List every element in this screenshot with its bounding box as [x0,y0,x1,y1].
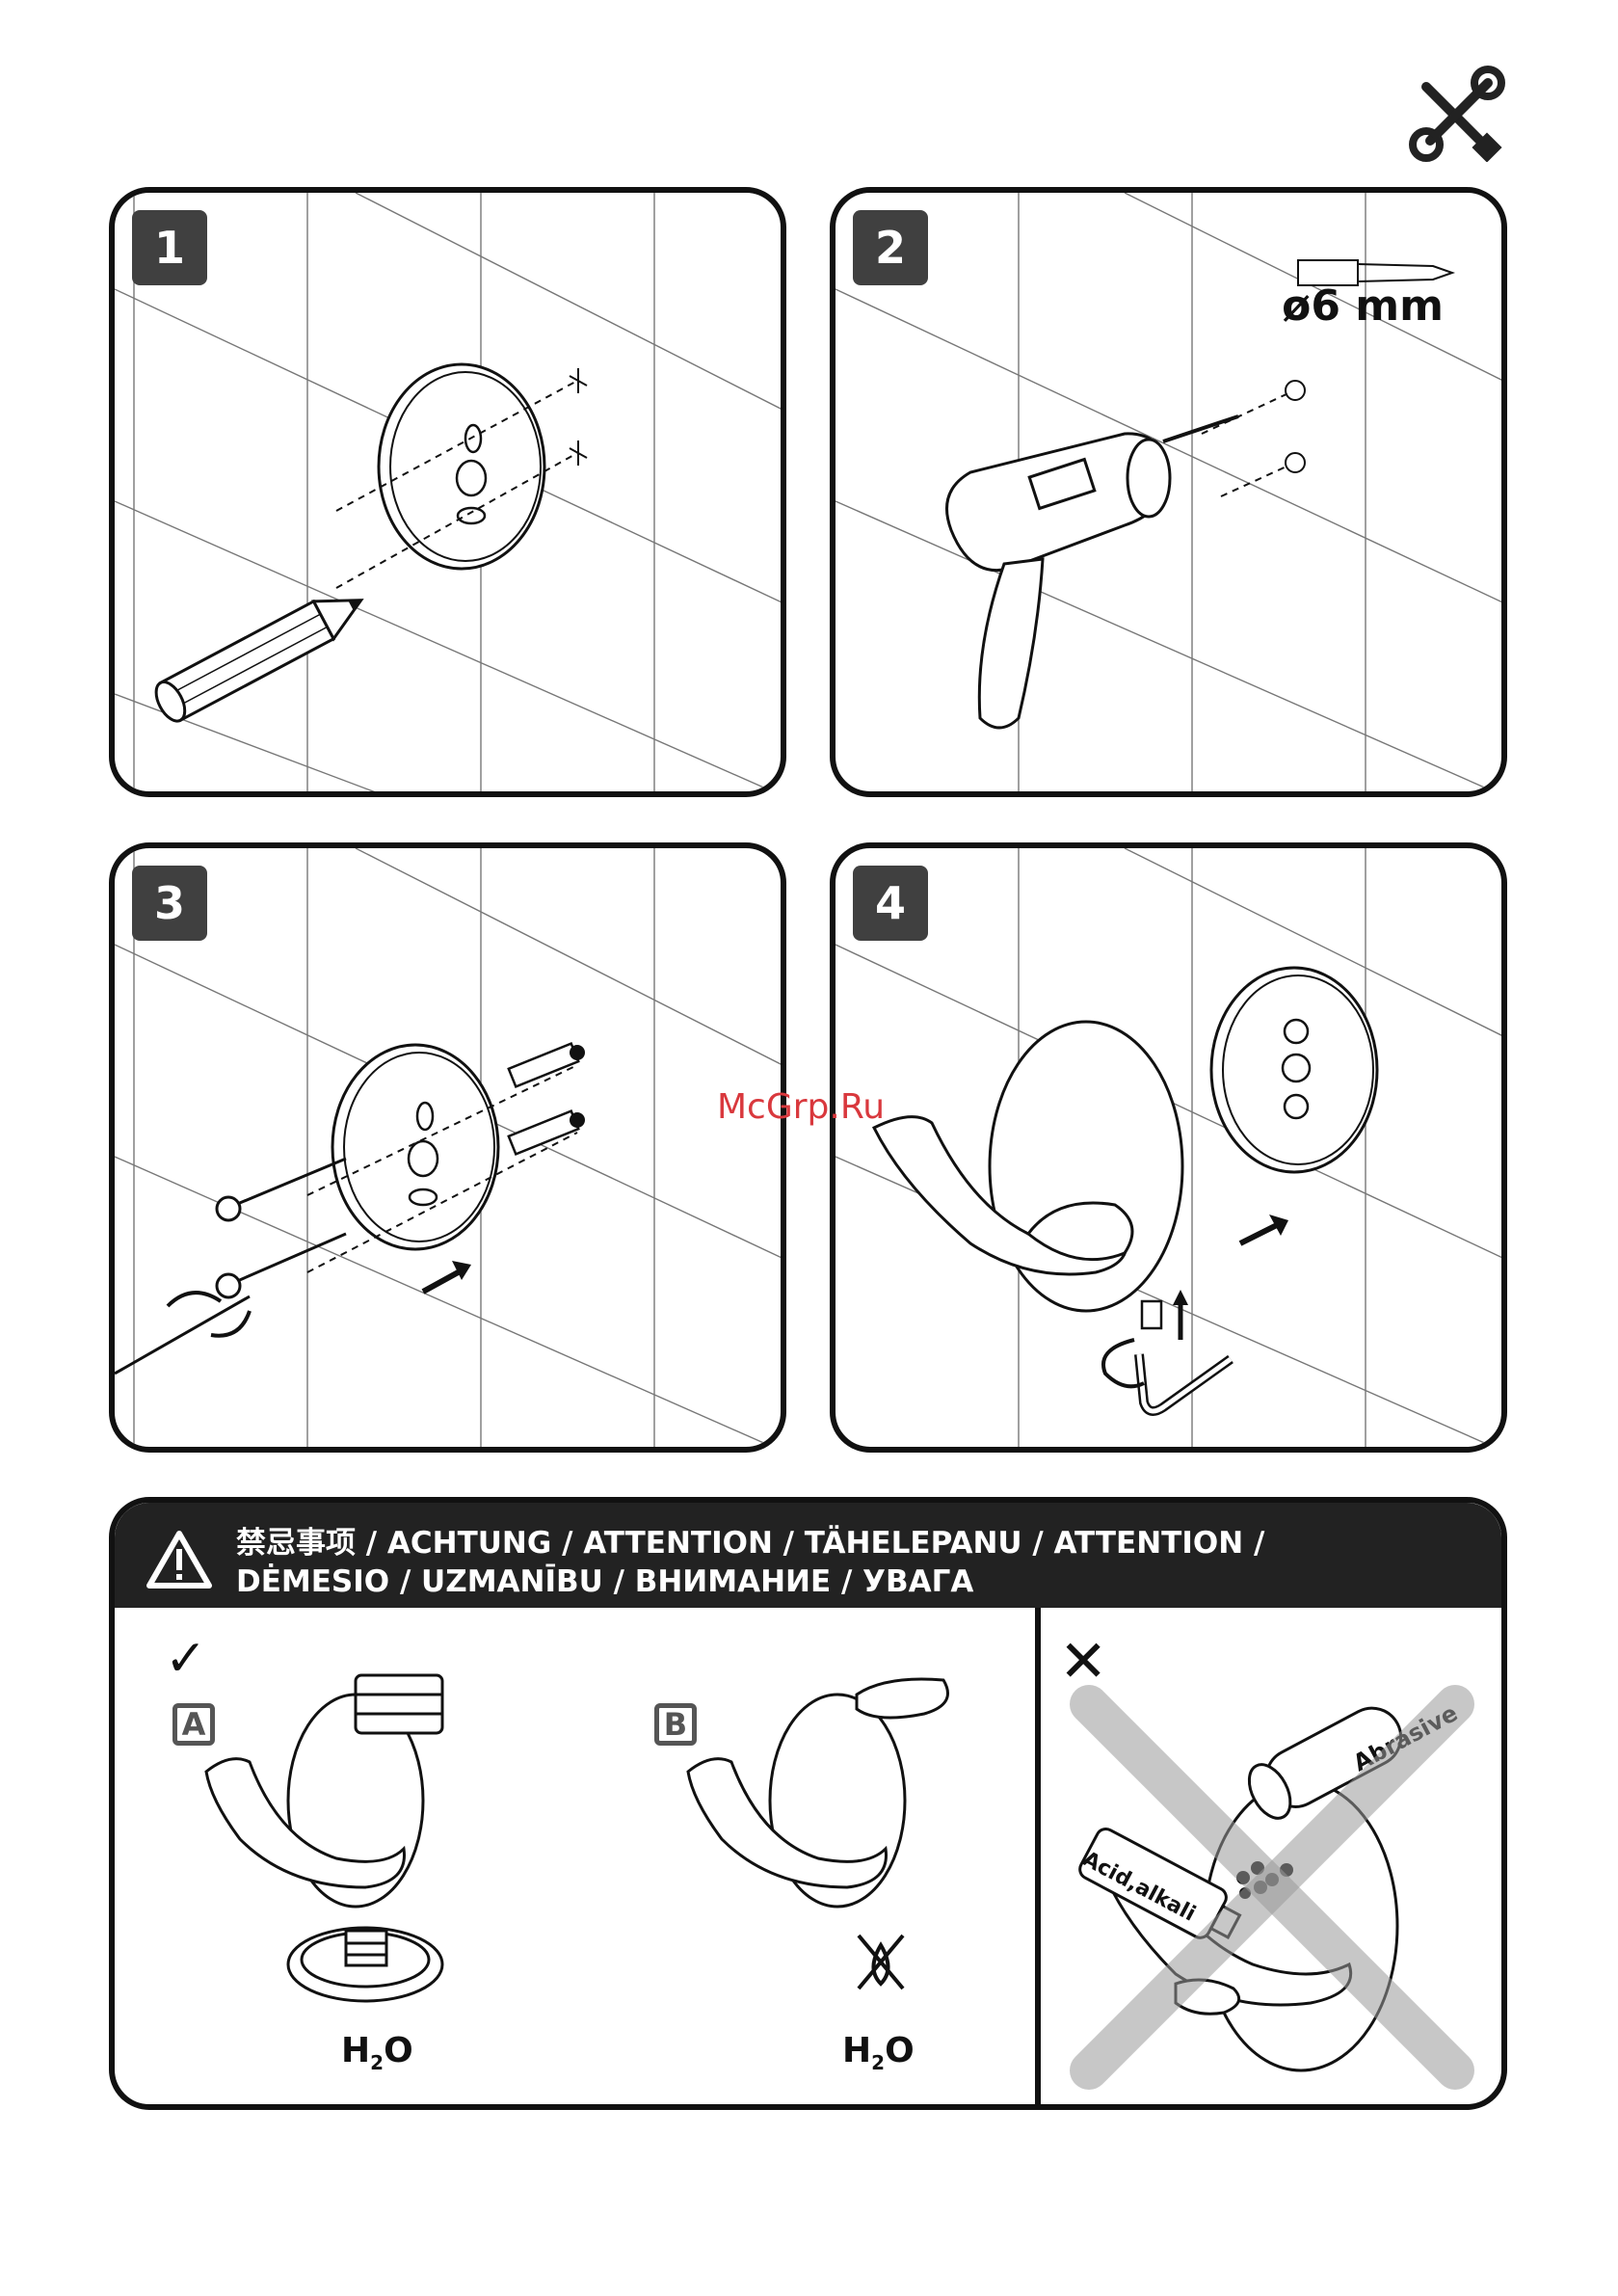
water-label-a: H2O [341,2031,413,2074]
step-3-illustration [115,848,786,1453]
step-4-illustration [836,848,1507,1453]
step-2-panel: 2 ø6 mm [830,187,1507,797]
tools-icon [1409,66,1505,162]
warning-header: 禁忌事项 / ACHTUNG / ATTENTION / TÄHELEPANU … [115,1503,1501,1608]
step-1-panel: 1 [109,187,786,797]
step-4-panel: 4 [830,842,1507,1453]
warning-triangle-icon [146,1530,213,1589]
step-1-badge: 1 [132,210,207,285]
step-3-panel: 3 [109,842,786,1453]
drill-size-label: ø6 mm [1282,281,1444,331]
warning-line-1: 禁忌事项 / ACHTUNG / ATTENTION / TÄHELEPANU … [236,1524,1264,1562]
forbidden-illustration: Abrasive Acid,alkali [1041,1608,1507,2110]
warning-text: 禁忌事项 / ACHTUNG / ATTENTION / TÄHELEPANU … [236,1524,1264,1601]
water-label-b: H2O [842,2031,915,2074]
warning-line-2: DĖMESIO / UZMANĪBU / ВНИМАНИЕ / УВАГА [236,1562,1264,1601]
step-3-badge: 3 [132,866,207,941]
step-1-illustration [115,193,786,797]
step-2-badge: 2 [853,210,928,285]
step-4-badge: 4 [853,866,928,941]
care-warning-box: 禁忌事项 / ACHTUNG / ATTENTION / TÄHELEPANU … [109,1497,1507,2110]
watermark: McGrp.Ru [717,1087,885,1127]
